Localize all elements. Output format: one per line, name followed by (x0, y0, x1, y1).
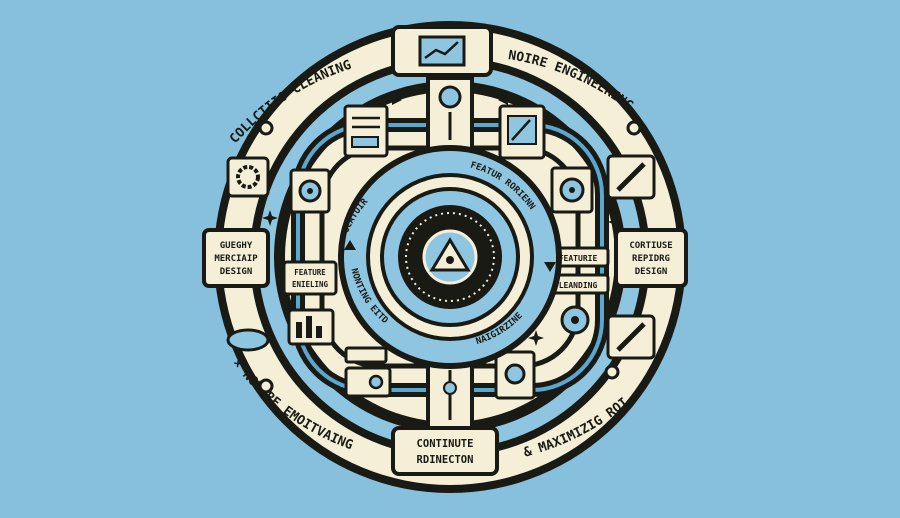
flow-arrows (344, 95, 556, 272)
cloud-icon (226, 328, 270, 352)
right-box-line-2: REPIDRG (632, 254, 670, 264)
screen-gear-icon (344, 346, 392, 398)
right-box-line-1: CORTIUSE (629, 241, 672, 251)
left-box-line-3: DESIGN (220, 267, 253, 277)
right-featurie-label: FEATURIE (559, 254, 598, 263)
wrench-icon (606, 154, 656, 200)
monitor-chart-icon (418, 35, 466, 67)
document-icon (343, 104, 389, 158)
certificate-icon (494, 350, 536, 400)
right-box-line-3: DESIGN (635, 267, 668, 277)
person-icon (438, 85, 462, 109)
left-feature-line-2: ENIELING (292, 280, 329, 289)
outer-gear-icon (226, 156, 270, 198)
right-leanding-label: LEANDING (559, 281, 598, 290)
left-feature-line-1: FEATURE (294, 268, 326, 277)
gear-cluster-icon (560, 305, 590, 335)
center-triangle-icon (429, 237, 471, 272)
left-side-box (202, 228, 270, 288)
bottom-box-line-2: RDINECTON (417, 454, 474, 466)
bottom-box-line-1: CONTINUTE (417, 438, 474, 450)
sparkle-icon (262, 210, 622, 346)
left-box-line-1: GUEGHY (220, 241, 253, 251)
ring-connector-dots (258, 120, 642, 394)
gear-icon (289, 168, 331, 214)
bar-chart-icon (287, 308, 335, 346)
center-dot (446, 256, 454, 264)
gear-document-icon (550, 166, 594, 214)
chart-document-icon (498, 104, 546, 160)
wrench-tool-icon (606, 314, 656, 360)
left-box-line-2: MERCIAIP (214, 254, 258, 264)
left-feature-label-box (282, 260, 338, 296)
center-dotted-ring (405, 212, 495, 302)
bottom-box (391, 426, 499, 476)
right-side-box (614, 228, 688, 288)
